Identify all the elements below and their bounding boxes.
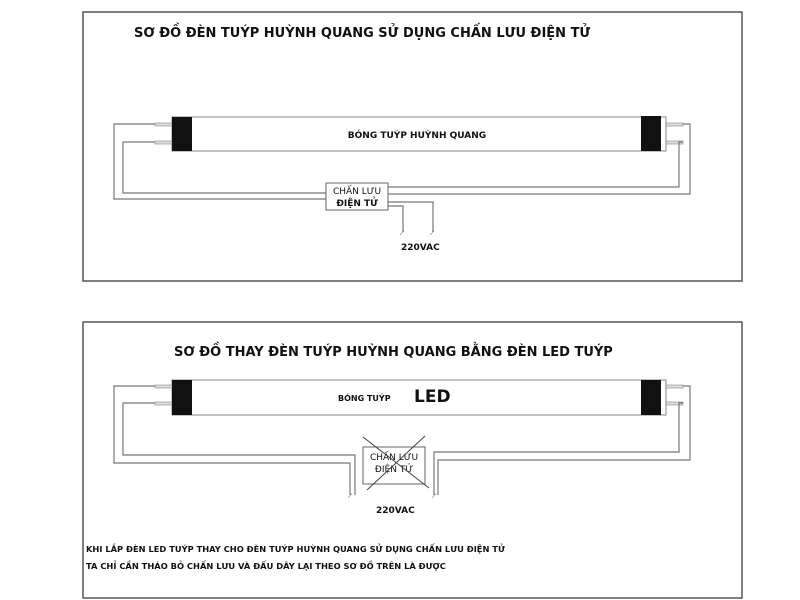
left-pin-top <box>154 384 173 389</box>
right-end-cap <box>641 116 661 151</box>
wires <box>113 385 691 495</box>
supply-label: 220VAC <box>376 506 415 516</box>
tube-label: BÓNG TUÝP HUỲNH QUANG <box>348 129 486 141</box>
diagram1-title: SƠ ĐỒ ĐÈN TUÝP HUỲNH QUANG SỬ DỤNG CHẤN … <box>134 23 590 41</box>
terminal-icon: ⟋ <box>348 493 353 500</box>
electronic-ballast <box>325 182 389 211</box>
terminal-icon: ⟋ <box>430 230 435 237</box>
tube-label-led: LED <box>414 387 451 407</box>
right-pin-top <box>665 122 684 127</box>
diagram2-frame <box>82 321 743 599</box>
right-end-cap <box>641 380 661 415</box>
left-end-cap <box>172 117 192 151</box>
supply-label: 220VAC <box>401 243 440 253</box>
note-line-2: TA CHỈ CẦN THÁO BỎ CHẤN LƯU VÀ ĐẤU DÂY L… <box>86 559 446 571</box>
left-pin-bottom <box>154 401 173 406</box>
left-pin-top <box>154 122 173 127</box>
wires <box>113 123 691 232</box>
fluorescent-tube <box>171 116 667 152</box>
terminal-icon: ⟋ <box>400 230 405 237</box>
diagram-led-replacement: SƠ ĐỒ THAY ĐÈN TUÝP HUỲNH QUANG BẰNG ĐÈN… <box>82 321 743 599</box>
ballast-label-2: ĐIỆN TỬ <box>336 196 378 209</box>
diagram-fluorescent-with-ballast: SƠ ĐỒ ĐÈN TUÝP HUỲNH QUANG SỬ DỤNG CHẤN … <box>82 11 743 282</box>
terminal-icon: ⟋ <box>432 493 437 500</box>
right-pin-top <box>665 384 684 389</box>
diagram2-title: SƠ ĐỒ THAY ĐÈN TUÝP HUỲNH QUANG BẰNG ĐÈN… <box>174 342 613 360</box>
left-pin-bottom <box>154 140 173 145</box>
ballast-label-1: CHẤN LƯU <box>333 185 381 197</box>
led-tube <box>171 379 667 416</box>
cross-out-icon <box>362 435 430 491</box>
tube-label-small: BÓNG TUÝP <box>338 392 391 403</box>
note-line-1: KHI LẮP ĐÈN LED TUÝP THAY CHO ĐÈN TUÝP H… <box>86 542 505 554</box>
diagram1-frame <box>82 11 743 282</box>
left-end-cap <box>172 380 192 415</box>
ballast-label-2: ĐIỆN TỬ <box>375 463 413 475</box>
